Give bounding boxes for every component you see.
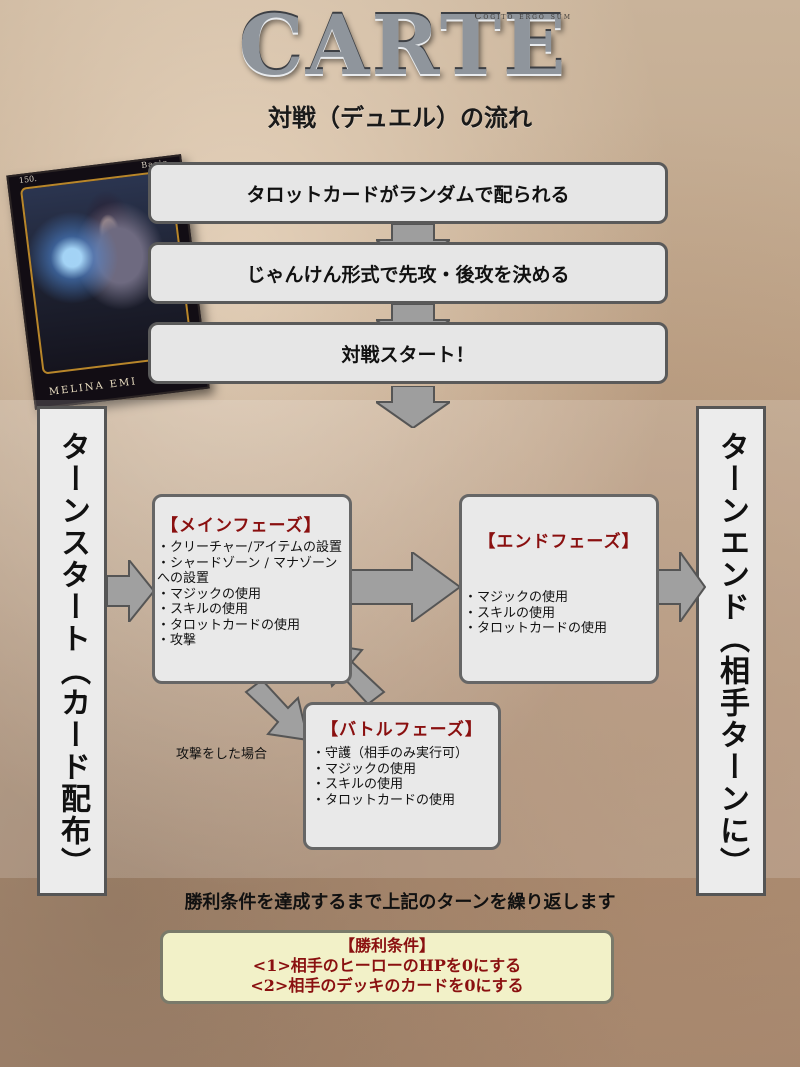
list-item: マジックの使用	[312, 762, 494, 778]
repeat-note: 勝利条件を達成するまで上記のターンを繰り返します	[184, 892, 616, 913]
battle-phase-title: 【バトルフェーズ】	[321, 720, 483, 740]
list-item: タロットカードの使用	[157, 618, 343, 634]
list-item: タロットカードの使用	[464, 621, 652, 637]
card-number: 150.	[18, 173, 38, 186]
main-phase-title: 【メインフェーズ】	[161, 516, 322, 536]
list-item: 守護（相手のみ実行可）	[312, 746, 494, 762]
list-item: スキルの使用	[464, 606, 652, 622]
step-battle-start: 対戦スタート！	[148, 322, 668, 384]
main-phase-list: クリーチャー/アイテムの設置 シャードゾーン / マナゾーンへの設置 マジックの…	[157, 540, 343, 649]
list-item: スキルの使用	[312, 777, 494, 793]
end-phase-box: 【エンドフェーズ】 マジックの使用 スキルの使用 タロットカードの使用	[459, 494, 659, 684]
attack-note: 攻撃をした場合	[176, 747, 268, 762]
right-arrow-icon	[658, 552, 706, 622]
turn-end-label: ターンエンド（相手ターンに）	[714, 431, 749, 879]
down-arrow-icon	[376, 386, 450, 428]
list-item: タロットカードの使用	[312, 793, 494, 809]
step-janken: じゃんけん形式で先攻・後攻を決める	[148, 242, 668, 304]
carte-logo: CARTE Cogito ergo sum	[238, 0, 578, 96]
main-phase-box: 【メインフェーズ】 クリーチャー/アイテムの設置 シャードゾーン / マナゾーン…	[152, 494, 352, 684]
right-arrow-icon	[107, 560, 155, 622]
end-phase-list: マジックの使用 スキルの使用 タロットカードの使用	[464, 590, 652, 637]
victory-condition-2: <2>相手のデッキのカードを0にする	[250, 976, 524, 995]
victory-conditions-box: 【勝利条件】 <1>相手のヒーローのHPを0にする <2>相手のデッキのカードを…	[160, 930, 614, 1004]
logo-tagline: Cogito ergo sum	[474, 12, 572, 22]
page-title: 対戦（デュエル）の流れ	[268, 103, 532, 132]
card-name: MELINA EMI	[48, 376, 138, 398]
battle-phase-box: 【バトルフェーズ】 守護（相手のみ実行可） マジックの使用 スキルの使用 タロッ…	[303, 702, 501, 850]
list-item: クリーチャー/アイテムの設置	[157, 540, 343, 556]
list-item: シャードゾーン / マナゾーンへの設置	[157, 556, 343, 587]
list-item: マジックの使用	[157, 587, 343, 603]
logo-text: CARTE	[238, 0, 568, 94]
list-item: 攻撃	[157, 633, 343, 649]
end-phase-title: 【エンドフェーズ】	[478, 532, 640, 552]
list-item: スキルの使用	[157, 602, 343, 618]
victory-title: 【勝利条件】	[338, 936, 435, 955]
turn-start-label: ターンスタート（カード配布）	[55, 431, 90, 879]
turn-end-box: ターンエンド（相手ターンに）	[696, 406, 766, 896]
victory-condition-1: <1>相手のヒーローのHPを0にする	[252, 956, 522, 975]
right-arrow-icon	[350, 552, 462, 622]
list-item: マジックの使用	[464, 590, 652, 606]
turn-start-box: ターンスタート（カード配布）	[37, 406, 107, 896]
step-deal-tarot: タロットカードがランダムで配られる	[148, 162, 668, 224]
battle-phase-list: 守護（相手のみ実行可） マジックの使用 スキルの使用 タロットカードの使用	[312, 746, 494, 808]
